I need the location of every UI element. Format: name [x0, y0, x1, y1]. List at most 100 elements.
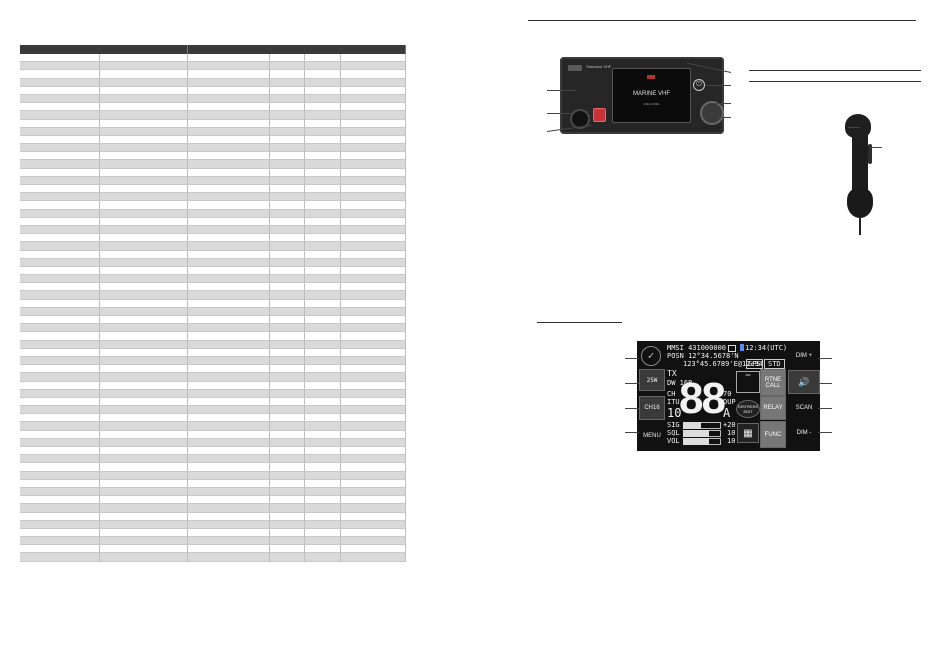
table-cell	[304, 78, 341, 87]
table-cell	[304, 479, 341, 488]
table-cell	[340, 127, 406, 136]
table-cell	[187, 168, 270, 177]
table-cell	[187, 340, 270, 349]
table-cell	[304, 266, 341, 276]
table-cell	[304, 520, 341, 529]
table-cell	[99, 119, 188, 128]
table-cell	[187, 127, 270, 136]
rotary-knob[interactable]	[700, 101, 724, 125]
table-cell	[99, 372, 188, 382]
table-cell	[340, 331, 406, 341]
menu-button[interactable]: MENU	[639, 424, 665, 448]
table-cell	[304, 69, 341, 79]
table-cell	[269, 102, 305, 112]
table-cell	[99, 389, 188, 398]
table-cell	[340, 471, 406, 480]
table-cell	[304, 176, 341, 186]
table-cell	[304, 471, 341, 480]
table-cell	[269, 471, 305, 480]
dim-minus-button[interactable]: DIM -	[788, 421, 820, 445]
distress-button[interactable]	[593, 108, 606, 122]
table-row	[20, 364, 406, 374]
relay-button[interactable]: RELAY	[760, 396, 786, 420]
std-badge: STD	[764, 359, 785, 369]
table-cell	[340, 266, 406, 276]
callout-line	[547, 113, 572, 114]
distress-edit-button[interactable]: DISTRESS EDIT	[736, 400, 760, 418]
table-cell	[269, 209, 305, 218]
table-row	[20, 94, 406, 104]
table-cell	[187, 299, 270, 308]
table-cell	[20, 462, 100, 472]
table-cell	[304, 323, 341, 333]
table-cell	[340, 143, 406, 153]
table-cell	[99, 356, 188, 366]
sig-label: SIG	[667, 421, 680, 429]
table-row	[20, 446, 406, 456]
table-row	[20, 135, 406, 145]
callout-line	[716, 117, 731, 118]
spec-table-container	[20, 45, 406, 562]
table-cell	[99, 462, 188, 472]
table-cell	[99, 405, 188, 415]
table-row	[20, 462, 406, 472]
func-button[interactable]: FUNC	[760, 421, 786, 448]
routine-call-button[interactable]: RTNE CALL	[760, 369, 786, 396]
table-cell	[340, 454, 406, 464]
table-row	[20, 143, 406, 153]
table-cell	[99, 143, 188, 153]
table-cell	[340, 250, 406, 259]
table-row	[20, 217, 406, 226]
table-cell	[99, 536, 188, 546]
table-cell	[304, 250, 341, 259]
table-row	[20, 176, 406, 186]
ch16-button[interactable]: CH16	[639, 396, 665, 420]
table-cell	[99, 495, 188, 505]
table-row	[20, 274, 406, 284]
table-cell	[304, 405, 341, 415]
handset-mouthpiece	[847, 188, 873, 218]
table-row	[20, 78, 406, 87]
callout-line	[818, 408, 832, 409]
scan-button[interactable]: SCAN	[788, 396, 820, 420]
table-cell	[20, 241, 100, 251]
spec-table	[20, 45, 406, 562]
table-cell	[269, 151, 305, 161]
table-row	[20, 69, 406, 79]
table-cell	[187, 192, 270, 202]
speaker-button[interactable]: 🔊	[788, 370, 820, 394]
table-row	[20, 421, 406, 431]
handset-mic	[845, 114, 885, 235]
table-cell	[99, 176, 188, 186]
table-cell	[304, 86, 341, 95]
table-cell	[340, 364, 406, 374]
table-cell	[340, 340, 406, 349]
table-row	[20, 430, 406, 439]
table-cell	[304, 528, 341, 538]
dim-plus-button[interactable]: DIM +	[788, 344, 820, 368]
table-cell	[304, 241, 341, 251]
keypad-icon[interactable]: ▦	[737, 423, 759, 443]
table-cell	[269, 217, 305, 226]
table-cell	[187, 479, 270, 488]
table-cell	[340, 192, 406, 202]
table-cell	[269, 413, 305, 423]
table-row	[20, 552, 406, 562]
power-level-button[interactable]: 25W	[639, 369, 665, 391]
table-cell	[187, 552, 270, 562]
table-cell	[20, 299, 100, 308]
ptt-button[interactable]	[868, 144, 872, 164]
table-cell	[304, 446, 341, 456]
table-cell	[20, 389, 100, 398]
table-cell	[20, 176, 100, 186]
func-label: FUNC	[764, 431, 782, 438]
scan-label: SCAN	[795, 405, 813, 411]
message-icon[interactable]: ✉✉	[736, 371, 760, 393]
table-cell	[99, 61, 188, 71]
power-button[interactable]: ⏻	[693, 79, 705, 91]
check-icon[interactable]: ✓	[641, 346, 661, 366]
table-row	[20, 168, 406, 177]
table-cell	[187, 250, 270, 259]
lock-icon	[728, 345, 736, 352]
table-cell	[187, 381, 270, 390]
